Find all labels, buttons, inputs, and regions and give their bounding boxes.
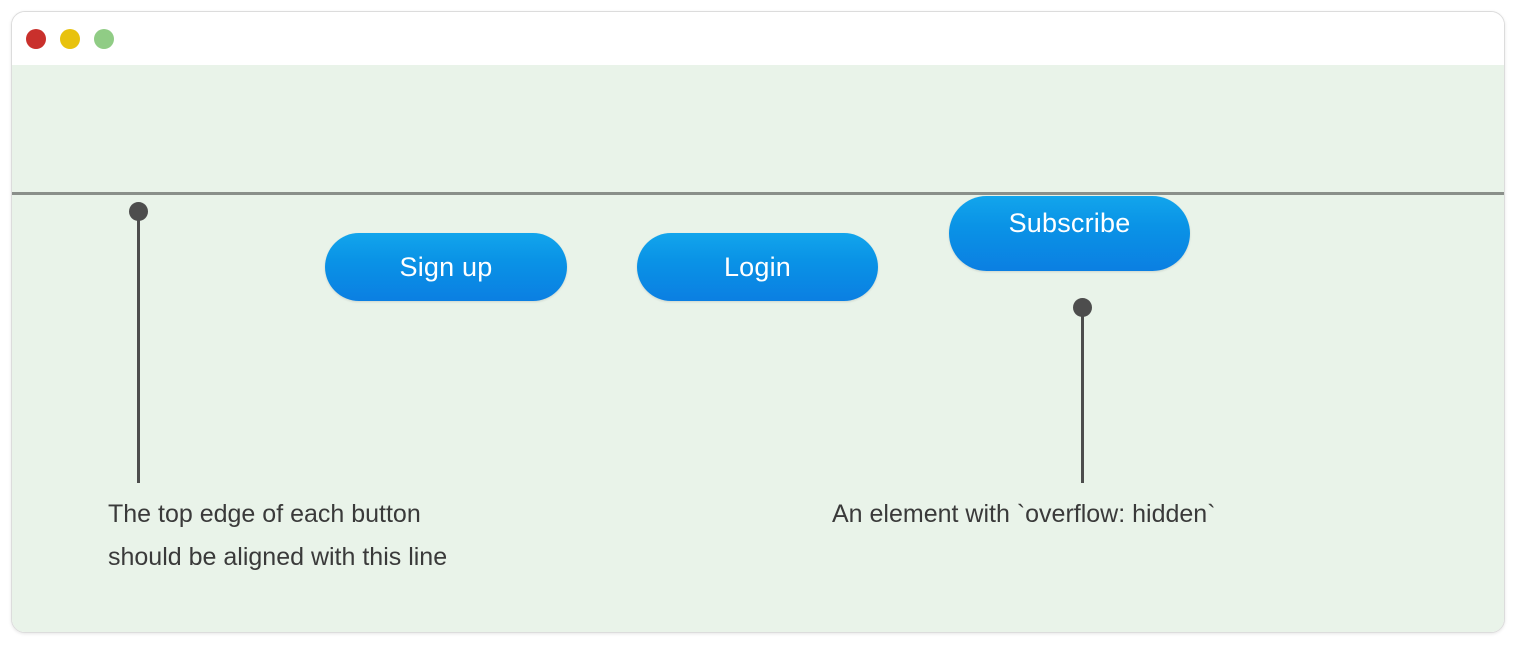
overflow-note: An element with `overflow: hidden`	[832, 493, 1216, 536]
overflow-note-leader-line	[1081, 307, 1084, 483]
maximize-window-button[interactable]	[94, 28, 114, 49]
alignment-guide-line	[12, 192, 1504, 195]
login-button[interactable]: Login	[637, 233, 878, 301]
app-window: Sign up Login Subscribe The top edge of …	[11, 11, 1505, 633]
window-content-canvas: Sign up Login Subscribe The top edge of …	[12, 65, 1504, 632]
alignment-note-line-2: should be aligned with this line	[108, 543, 448, 571]
subscribe-button[interactable]: Subscribe	[949, 196, 1190, 271]
minimize-window-button[interactable]	[60, 28, 80, 49]
alignment-note-line-1: The top edge of each button	[108, 500, 421, 528]
window-titlebar	[12, 12, 1504, 65]
alignment-note: The top edge of each button should be al…	[108, 493, 447, 579]
sign-up-button[interactable]: Sign up	[325, 233, 567, 301]
overflow-note-line-1: An element with `overflow: hidden`	[832, 500, 1216, 528]
close-window-button[interactable]	[26, 28, 46, 49]
alignment-note-leader-line	[137, 211, 140, 483]
